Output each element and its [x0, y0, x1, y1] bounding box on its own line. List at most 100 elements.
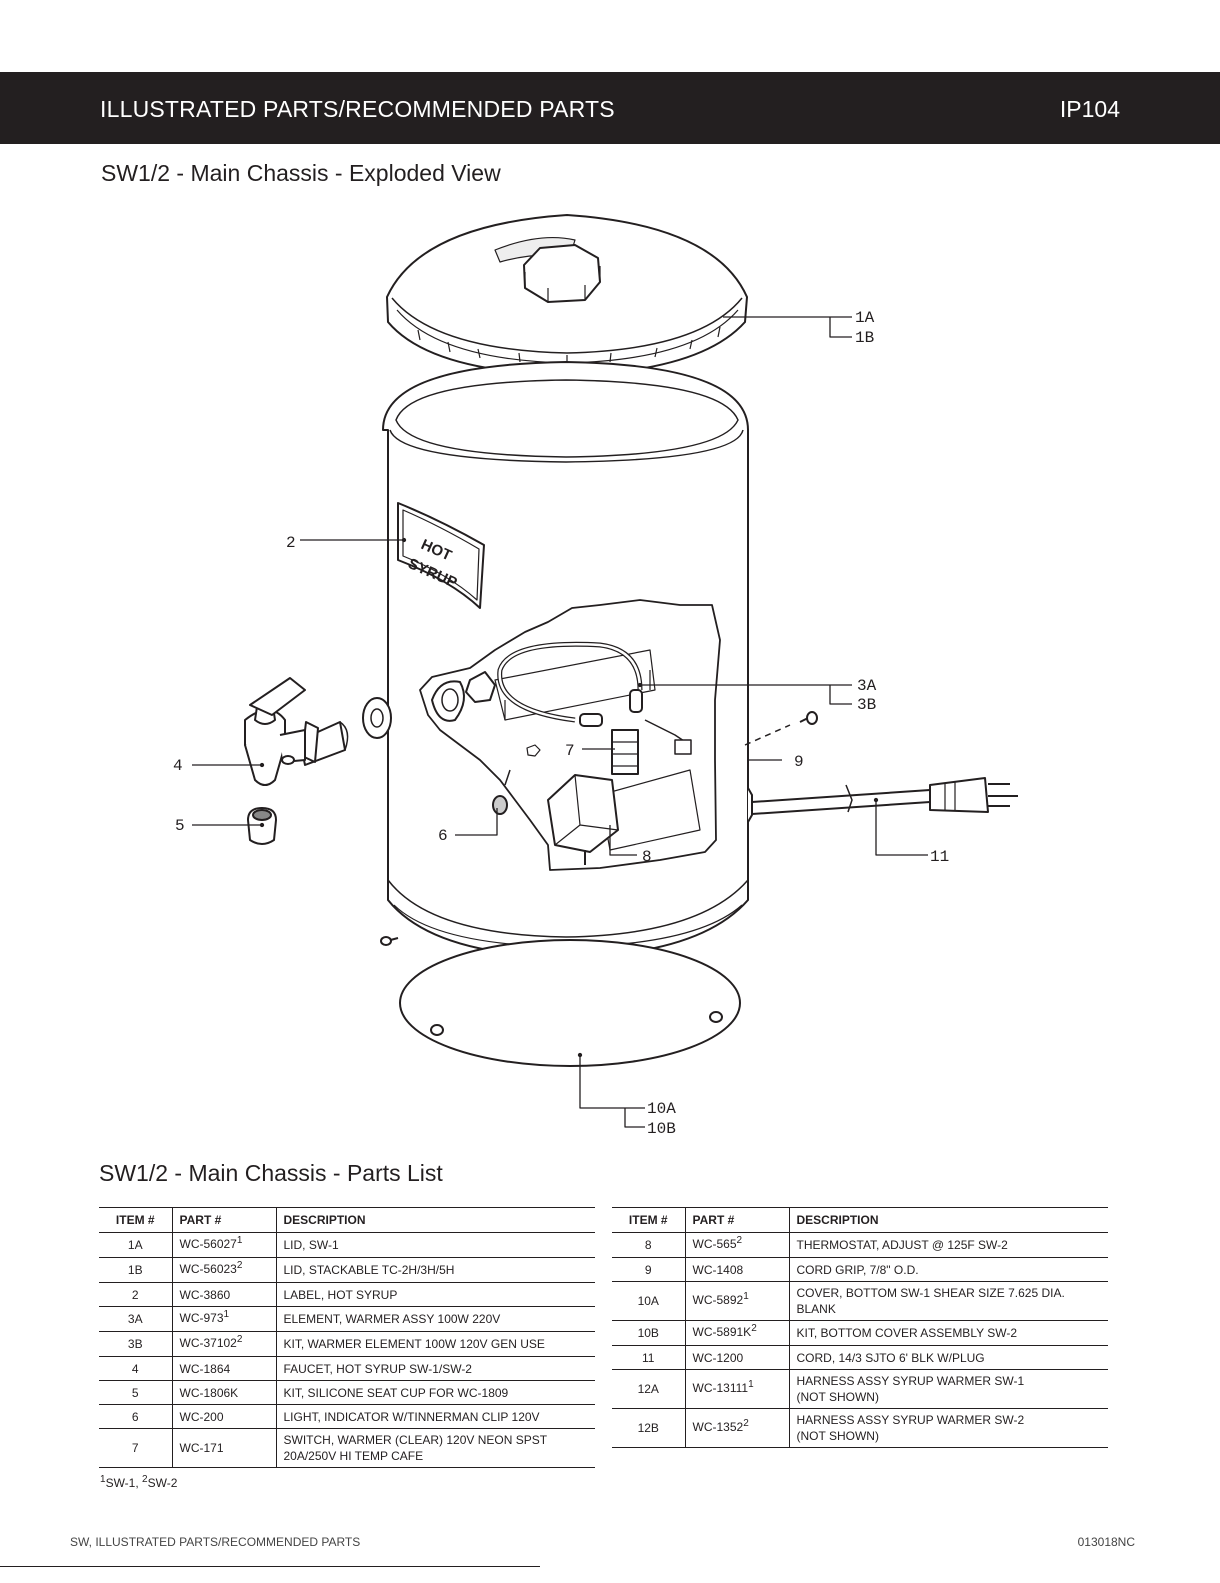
- callout-10a: 10A: [647, 1100, 676, 1118]
- cell-description: HARNESS ASSY SYRUP WARMER SW-1(NOT SHOWN…: [789, 1369, 1108, 1409]
- callout-1b: 1B: [855, 329, 874, 347]
- description-line-1: KIT, SILICONE SEAT CUP FOR WC-1809: [283, 1385, 509, 1400]
- parts-table-left: ITEM # PART # DESCRIPTION 1A WC-56027 1 LID…: [99, 1207, 595, 1468]
- cell-item: 9: [612, 1257, 686, 1282]
- cell-description: KIT, BOTTOM COVER ASSEMBLY SW-2: [789, 1320, 1108, 1346]
- part-number: WC-5892: [692, 1293, 744, 1307]
- part-number: WC-56027: [179, 1237, 237, 1251]
- part-number: WC-200: [179, 1409, 224, 1424]
- part-number: WC-3860: [179, 1287, 231, 1302]
- part-footnote-mark: 2: [236, 1260, 243, 1271]
- table-header-row: ITEM # PART # DESCRIPTION: [99, 1207, 595, 1233]
- part-number: WC-56023: [179, 1262, 237, 1276]
- callout-1a: 1A: [855, 309, 875, 327]
- bottom-cover: [380, 936, 741, 1067]
- cell-item: 5: [99, 1380, 173, 1405]
- part-number: WC-1200: [692, 1350, 744, 1365]
- cell-description: COVER, BOTTOM SW-1 SHEAR SIZE 7.625 DIA.…: [789, 1281, 1108, 1321]
- description-line-1: KIT, WARMER ELEMENT 100W 120V GEN USE: [283, 1337, 545, 1351]
- cell-part: WC-13522: [685, 1408, 790, 1448]
- cell-part: WC-3860: [172, 1282, 277, 1307]
- cell-description: ELEMENT, WARMER ASSY 100W 220V: [276, 1306, 595, 1332]
- description-line-2: (NOT SHOWN): [796, 1429, 879, 1443]
- cell-description: LABEL, HOT SYRUP: [276, 1282, 595, 1307]
- description-line-1: COVER, BOTTOM SW-1 SHEAR SIZE 7.625 DIA.: [796, 1286, 1065, 1300]
- header-code: IP104: [1059, 96, 1120, 122]
- description-line-1: HARNESS ASSY SYRUP WARMER SW-1: [796, 1374, 1025, 1388]
- cell-item: 1B: [99, 1257, 173, 1283]
- cell-item: 8: [612, 1232, 686, 1258]
- cell-part: WC-1200: [685, 1345, 790, 1370]
- parts-list-title: SW1/2 - Main Chassis - Parts List: [99, 1160, 443, 1186]
- faucet-assembly: [244, 677, 392, 786]
- description-line-1: LID, SW-1: [283, 1238, 339, 1252]
- description-line-1: CORD, 14/3 SJTO 6' BLK W/PLUG: [796, 1350, 985, 1365]
- header-item: ITEM #: [99, 1207, 173, 1233]
- callout-2: 2: [286, 534, 296, 552]
- cell-part: WC-131111: [685, 1369, 790, 1409]
- description-line-1: THERMOSTAT, ADJUST @ 125F SW-2: [796, 1238, 1008, 1252]
- page-header: ILLUSTRATED PARTS/RECOMMENDED PARTS IP10…: [0, 72, 1220, 144]
- cell-item: 1A: [99, 1232, 173, 1258]
- cell-description: SWITCH, WARMER (CLEAR) 120V NEON SPST 20A…: [276, 1428, 595, 1468]
- part-footnote-mark: 1: [223, 1309, 230, 1320]
- description-line-1: ELEMENT, WARMER ASSY 100W 220V: [283, 1312, 501, 1326]
- header-description: DESCRIPTION: [789, 1207, 1108, 1233]
- cell-item: 7: [99, 1428, 173, 1468]
- part-footnote-mark: 1: [748, 1379, 754, 1390]
- description-line-2: 20A/250V HI TEMP CAFE: [283, 1449, 424, 1463]
- header-title: ILLUSTRATED PARTS/RECOMMENDED PARTS: [100, 96, 615, 122]
- description-line-2: BLANK: [796, 1302, 836, 1316]
- callout-5: 5: [175, 817, 185, 835]
- cell-item: 10B: [612, 1320, 686, 1346]
- cell-item: 3A: [99, 1306, 173, 1332]
- description-line-1: SWITCH, WARMER (CLEAR) 120V NEON SPST: [283, 1433, 548, 1447]
- part-number: WC-171: [179, 1441, 224, 1455]
- cell-item: 2: [99, 1282, 173, 1307]
- cell-part: WC-5891K2: [685, 1320, 790, 1346]
- footnote-mark-1: 1: [100, 1474, 106, 1485]
- description-line-1: LID, STACKABLE TC-2H/3H/5H: [283, 1263, 455, 1277]
- cell-item: 6: [99, 1404, 173, 1429]
- callout-3b: 3B: [857, 696, 876, 714]
- cell-description: CORD GRIP, 7/8" O.D.: [789, 1257, 1108, 1282]
- description-line-1: FAUCET, HOT SYRUP SW-1/SW-2: [283, 1361, 472, 1376]
- exploded-view-diagram: HOT SYRUP: [173, 214, 1018, 1138]
- part-number: WC-1806K: [179, 1385, 239, 1400]
- footnote-text-2: SW-2: [147, 1476, 178, 1490]
- chassis-body: HOT SYRUP: [382, 361, 749, 958]
- cell-part: WC-1408: [685, 1257, 790, 1282]
- cell-part: WC-171: [172, 1428, 277, 1468]
- callout-8: 8: [642, 848, 652, 866]
- footer-right: 013018NC: [1077, 1535, 1135, 1549]
- cell-item: 3B: [99, 1331, 173, 1357]
- table-row: 6 WC-200 LIGHT, INDICATOR W/TINNERMAN CLIP…: [99, 1404, 595, 1429]
- description-line-1: CORD GRIP, 7/8" O.D.: [796, 1262, 919, 1277]
- description-line-1: LIGHT, INDICATOR W/TINNERMAN CLIP 120V: [283, 1409, 540, 1424]
- header-item: ITEM #: [612, 1207, 686, 1233]
- lid: [386, 214, 748, 376]
- header-description: DESCRIPTION: [276, 1207, 595, 1233]
- cell-part: WC-1806K: [172, 1380, 277, 1405]
- part-number: WC-13111: [692, 1381, 749, 1395]
- cell-part: WC-58921: [685, 1281, 790, 1321]
- part-footnote-mark: 2: [236, 1334, 243, 1345]
- footer-rule: [0, 1566, 540, 1567]
- cell-item: 12A: [612, 1369, 686, 1409]
- callout-9: 9: [794, 753, 804, 771]
- cell-part: WC-1864: [172, 1356, 277, 1381]
- header-part: PART #: [172, 1207, 277, 1233]
- part-number: WC-5891K: [692, 1325, 752, 1339]
- part-footnote-mark: 2: [751, 1323, 757, 1334]
- part-footnote-mark: 2: [736, 1235, 743, 1246]
- footnote: 1SW-1, 2SW-2: [100, 1474, 178, 1490]
